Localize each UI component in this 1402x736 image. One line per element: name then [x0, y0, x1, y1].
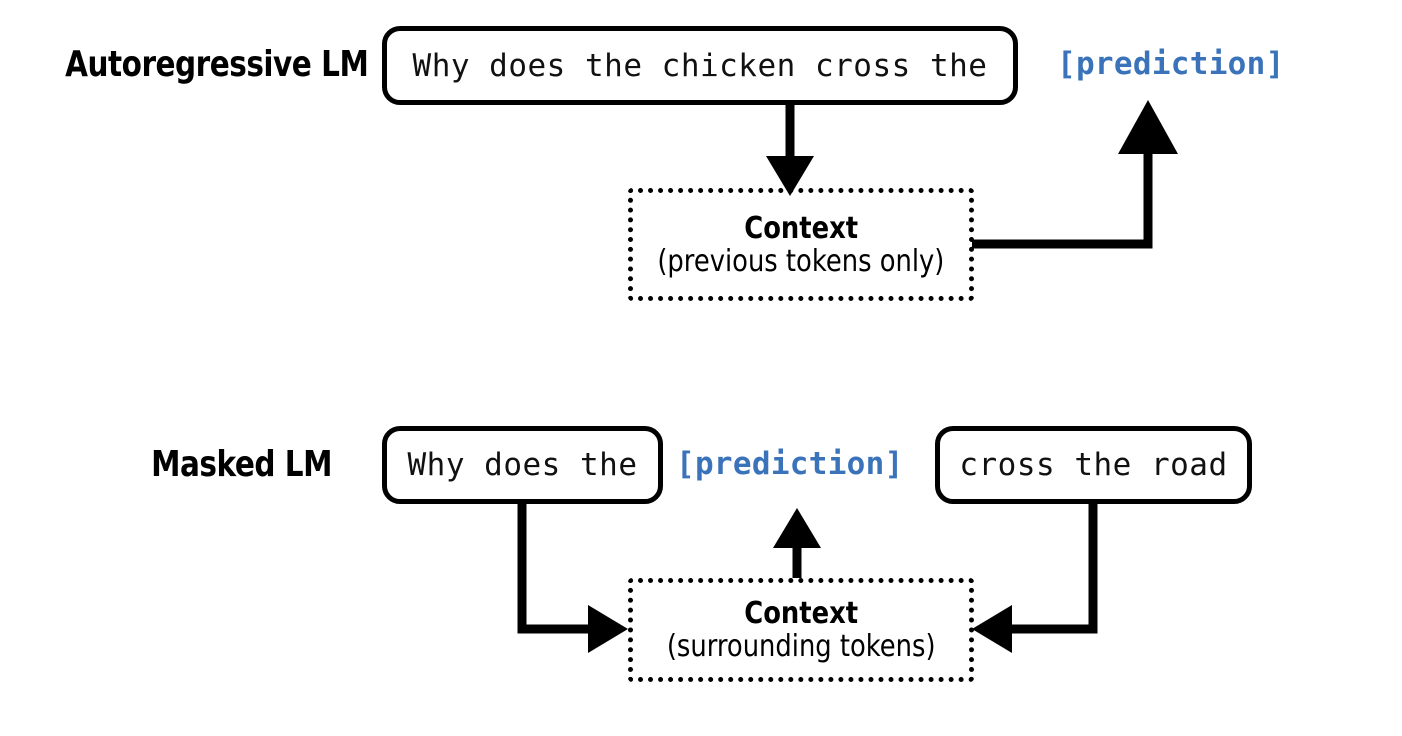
autoregressive-input-text: Why does the chicken cross the [412, 47, 988, 84]
masked-left-context-box: Why does the [382, 426, 663, 504]
masked-context-box: Context (surrounding tokens) [628, 578, 974, 682]
masked-context-subtitle: (surrounding tokens) [666, 629, 936, 665]
arrow-ar-context-to-prediction [972, 100, 1178, 249]
row-label-masked-lm: Masked LM [151, 444, 332, 485]
arrow-masked-left-to-context [517, 504, 628, 653]
autoregressive-prediction-token: [prediction] [1057, 46, 1285, 82]
arrow-ar-input-to-context [766, 104, 814, 196]
masked-left-text: Why does the [407, 447, 638, 483]
arrow-masked-right-to-context [972, 504, 1098, 653]
masked-context-title: Context [744, 596, 858, 631]
row-label-autoregressive-lm: Autoregressive LM [65, 44, 369, 85]
masked-right-context-box: cross the road [935, 426, 1252, 504]
masked-prediction-token: [prediction] [676, 446, 904, 482]
masked-right-text: cross the road [959, 447, 1228, 483]
arrow-masked-context-to-prediction [773, 508, 821, 578]
autoregressive-input-box: Why does the chicken cross the [382, 26, 1018, 105]
autoregressive-context-subtitle: (previous tokens only) [657, 243, 945, 279]
autoregressive-context-box: Context (previous tokens only) [628, 188, 974, 301]
autoregressive-context-title: Context [744, 210, 858, 246]
